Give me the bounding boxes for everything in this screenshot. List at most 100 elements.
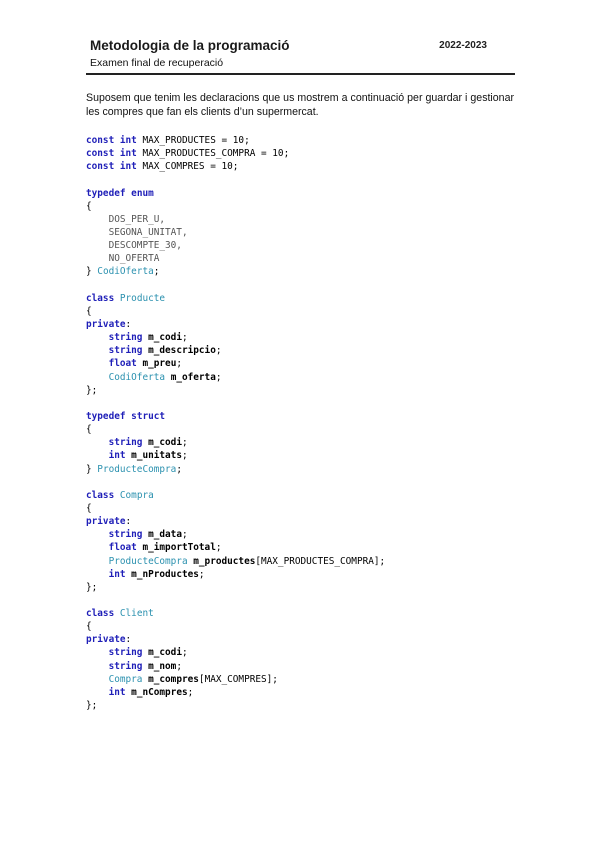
code-token: [MAX_COMPRES]; xyxy=(198,673,278,685)
code-token: Compra xyxy=(119,489,154,501)
code-token xyxy=(86,687,109,698)
code-token: m_nProductes xyxy=(131,568,199,580)
code-token: } xyxy=(86,266,98,278)
code-token: private xyxy=(86,516,126,528)
code-line: private: xyxy=(86,318,385,331)
code-token: MAX_COMPRES = 10; xyxy=(136,161,239,173)
code-token: CodiOferta xyxy=(108,371,166,383)
code-token: m_nCompres xyxy=(131,686,188,698)
code-line: string m_nom; xyxy=(86,660,385,673)
code-line: { xyxy=(86,620,385,633)
code-line: class Client xyxy=(86,607,385,620)
code-token xyxy=(86,661,109,672)
code-token: m_importTotal xyxy=(142,542,216,554)
code-token: { xyxy=(86,621,92,633)
code-token: { xyxy=(86,305,92,317)
code-token: ProducteCompra xyxy=(108,555,188,567)
code-line: }; xyxy=(86,384,385,397)
code-token: m_preu xyxy=(142,358,177,370)
code-line: { xyxy=(86,502,385,515)
code-line xyxy=(86,279,385,292)
code-token: { xyxy=(86,424,92,436)
code-token: enum xyxy=(131,187,154,199)
code-token: class xyxy=(86,608,115,620)
code-token: class xyxy=(86,292,115,304)
code-line: int m_nProductes; xyxy=(86,568,385,581)
code-token: m_data xyxy=(148,529,182,541)
code-token: ; xyxy=(215,345,222,357)
code-token: struct xyxy=(131,410,166,422)
code-token: m_oferta xyxy=(170,371,216,383)
code-token: ; xyxy=(181,332,188,344)
document-subtitle: Examen final de recuperació xyxy=(90,57,224,69)
code-line: string m_codi; xyxy=(86,436,385,449)
code-token: string xyxy=(108,332,143,344)
code-token xyxy=(86,542,109,553)
code-token xyxy=(86,569,109,580)
code-token: DESCOMPTE_30, xyxy=(86,240,182,252)
code-token: typedef xyxy=(86,187,126,199)
code-line: }; xyxy=(86,699,385,712)
code-token: int xyxy=(108,450,126,462)
code-token: private xyxy=(86,634,126,646)
code-line: } CodiOferta; xyxy=(86,265,385,278)
code-line: { xyxy=(86,200,385,213)
code-token: Producte xyxy=(119,292,166,304)
code-token xyxy=(86,556,109,567)
code-line: string m_data; xyxy=(86,528,385,541)
code-token: m_codi xyxy=(148,332,182,344)
code-token: CodiOferta xyxy=(97,266,154,278)
code-token xyxy=(86,437,109,448)
code-token: }; xyxy=(86,700,98,712)
code-line: typedef struct xyxy=(86,410,385,423)
code-token: const xyxy=(86,135,115,146)
code-token: { xyxy=(86,502,92,514)
code-line: } ProducteCompra; xyxy=(86,463,385,476)
code-line: { xyxy=(86,305,385,318)
code-line: CodiOferta m_oferta; xyxy=(86,371,385,384)
code-token xyxy=(86,647,109,658)
code-token: Compra xyxy=(108,673,143,685)
code-token xyxy=(86,529,109,540)
code-token: float xyxy=(108,358,137,370)
code-token: ; xyxy=(187,686,194,698)
code-line: float m_preu; xyxy=(86,357,385,370)
code-line: const int MAX_PRODUCTES_COMPRA = 10; xyxy=(86,147,385,160)
code-token: class xyxy=(86,489,115,501)
code-token: ProducteCompra xyxy=(97,463,177,475)
code-line xyxy=(86,397,385,410)
code-token: string xyxy=(108,437,143,449)
code-line: string m_codi; xyxy=(86,646,385,659)
code-line: SEGONA_UNITAT, xyxy=(86,226,385,239)
code-line: DOS_PER_U, xyxy=(86,213,385,226)
code-line: DESCOMPTE_30, xyxy=(86,239,385,252)
code-token xyxy=(86,372,109,383)
code-token: }; xyxy=(86,384,98,396)
code-token xyxy=(86,358,109,369)
code-line: Compra m_compres[MAX_COMPRES]; xyxy=(86,673,385,686)
code-token: m_codi xyxy=(148,647,182,659)
code-token: m_codi xyxy=(148,437,182,449)
code-token: int xyxy=(119,148,137,160)
code-line xyxy=(86,594,385,607)
code-listing: const int MAX_PRODUCTES = 10;const int M… xyxy=(86,134,385,712)
code-token xyxy=(86,450,109,461)
code-token: ; xyxy=(181,437,188,449)
code-token: int xyxy=(108,686,126,698)
code-token: int xyxy=(119,135,137,146)
code-token xyxy=(86,332,109,343)
code-token xyxy=(86,345,109,356)
code-token xyxy=(86,674,109,685)
code-line: class Compra xyxy=(86,489,385,502)
code-line: private: xyxy=(86,515,385,528)
code-token: ; xyxy=(176,463,182,475)
code-token: float xyxy=(108,542,137,554)
code-token: m_descripcio xyxy=(148,345,216,357)
code-line: class Producte xyxy=(86,292,385,305)
code-token: m_productes xyxy=(193,555,256,567)
code-line: ProducteCompra m_productes[MAX_PRODUCTES… xyxy=(86,555,386,568)
code-line xyxy=(86,173,385,186)
code-line: { xyxy=(86,423,385,436)
code-token: MAX_PRODUCTES_COMPRA = 10; xyxy=(136,148,290,160)
academic-year: 2022-2023 xyxy=(439,40,487,51)
